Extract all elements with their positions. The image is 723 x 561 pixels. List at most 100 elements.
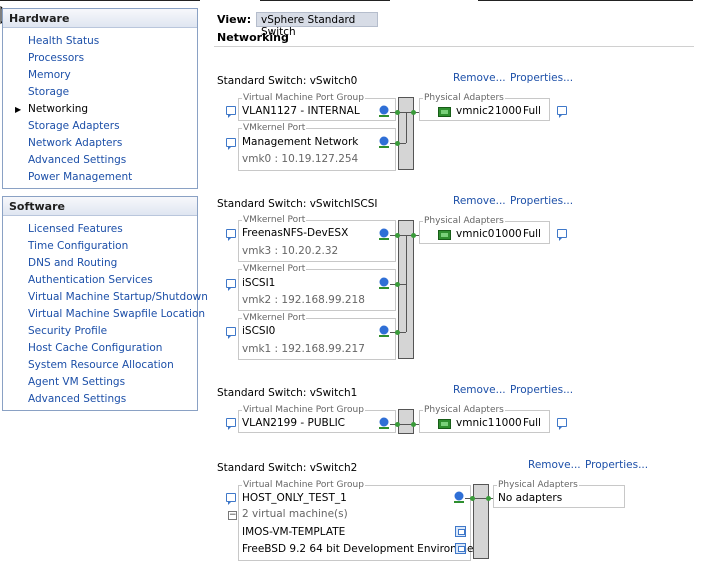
port-dot bbox=[395, 422, 400, 427]
connector-line bbox=[406, 235, 407, 332]
comment-icon[interactable] bbox=[557, 106, 567, 118]
properties-link-vswitchiscsi[interactable]: Properties... bbox=[510, 195, 574, 207]
sidebar-item-licensed-features[interactable]: Licensed Features bbox=[28, 223, 123, 235]
sidebar-item-time-configuration[interactable]: Time Configuration bbox=[28, 240, 129, 252]
physical-adapters-caption: Physical Adapters bbox=[423, 92, 505, 104]
comment-icon[interactable] bbox=[226, 138, 236, 150]
vmkernel-port-box: VMkernel Port bbox=[238, 122, 396, 171]
comment-icon[interactable] bbox=[226, 229, 236, 241]
selected-bullet-icon: ▶ bbox=[15, 105, 22, 114]
vmkernel-port-name: Management Network bbox=[242, 136, 359, 148]
physical-adapters-caption: Physical Adapters bbox=[497, 479, 579, 491]
nic-icon bbox=[438, 419, 451, 429]
port-dot bbox=[395, 110, 400, 115]
switch-title-vswitchiscsi: Standard Switch: vSwitchISCSI bbox=[217, 198, 378, 210]
vmkernel-port-name: iSCSI1 bbox=[242, 277, 276, 289]
port-group-box: Virtual Machine Port Group bbox=[238, 404, 396, 433]
port-group-caption: Virtual Machine Port Group bbox=[242, 404, 365, 416]
switch-trunk bbox=[398, 409, 414, 434]
vm-name[interactable]: IMOS-VM-TEMPLATE bbox=[242, 526, 346, 538]
comment-icon[interactable] bbox=[226, 493, 236, 505]
switch-trunk bbox=[473, 484, 489, 559]
software-panel: Software Licensed Features Time Configur… bbox=[2, 196, 208, 411]
sidebar-item-agent-vm-settings[interactable]: Agent VM Settings bbox=[28, 376, 126, 388]
nic-name: vmnic0 bbox=[456, 228, 495, 240]
nic-icon bbox=[438, 107, 451, 117]
nic-name: vmnic1 bbox=[456, 417, 495, 429]
vmkernel-port-name: iSCSI0 bbox=[242, 325, 276, 337]
sidebar-item-network-adapters[interactable]: Network Adapters bbox=[28, 137, 123, 149]
sidebar-item-host-cache-configuration[interactable]: Host Cache Configuration bbox=[28, 342, 163, 354]
sidebar-item-vm-startup-shutdown[interactable]: Virtual Machine Startup/Shutdown bbox=[28, 291, 208, 303]
vmkernel-port-box: VMkernel Port bbox=[238, 263, 396, 311]
network-info-icon[interactable] bbox=[378, 228, 390, 240]
network-info-icon[interactable] bbox=[378, 417, 390, 429]
properties-link-vswitch1[interactable]: Properties... bbox=[510, 384, 574, 396]
network-info-icon[interactable] bbox=[378, 136, 390, 148]
vmkernel-ip: vmk2 : 192.168.99.218 bbox=[242, 294, 365, 306]
switch-title-vswitch2: Standard Switch: vSwitch2 bbox=[217, 462, 358, 474]
comment-icon[interactable] bbox=[226, 279, 236, 291]
vmkernel-ip: vmk3 : 10.20.2.32 bbox=[242, 245, 339, 257]
comment-icon[interactable] bbox=[226, 418, 236, 430]
comment-icon[interactable] bbox=[557, 418, 567, 430]
properties-link-vswitch0[interactable]: Properties... bbox=[510, 72, 574, 84]
vmkernel-port-caption: VMkernel Port bbox=[242, 214, 307, 226]
port-group-box: Virtual Machine Port Group bbox=[238, 92, 396, 121]
window-top-edge bbox=[0, 0, 723, 2]
port-dot bbox=[486, 496, 491, 501]
sidebar-item-memory[interactable]: Memory bbox=[28, 69, 71, 81]
port-dot bbox=[395, 233, 400, 238]
network-info-icon[interactable] bbox=[378, 105, 390, 117]
port-group-caption: Virtual Machine Port Group bbox=[242, 479, 365, 491]
sidebar-item-networking[interactable]: ▶Networking bbox=[3, 101, 197, 118]
virtual-machine-icon[interactable] bbox=[455, 543, 466, 554]
properties-link-vswitch2[interactable]: Properties... bbox=[585, 459, 649, 471]
remove-link-vswitchiscsi[interactable]: Remove... bbox=[453, 195, 506, 207]
nic-duplex: Full bbox=[523, 105, 541, 117]
sidebar-item-system-resource-allocation[interactable]: System Resource Allocation bbox=[28, 359, 174, 371]
vmkernel-port-box: VMkernel Port bbox=[238, 214, 396, 262]
network-info-icon[interactable] bbox=[378, 277, 390, 289]
view-label: View: bbox=[217, 13, 252, 26]
virtual-machine-icon[interactable] bbox=[455, 526, 466, 537]
vm-count: 2 virtual machine(s) bbox=[242, 508, 348, 520]
physical-adapters-caption: Physical Adapters bbox=[423, 404, 505, 416]
sidebar-item-authentication-services[interactable]: Authentication Services bbox=[28, 274, 153, 286]
remove-link-vswitch0[interactable]: Remove... bbox=[453, 72, 506, 84]
nic-duplex: Full bbox=[523, 228, 541, 240]
remove-link-vswitch2[interactable]: Remove... bbox=[528, 459, 581, 471]
sidebar-item-dns-routing[interactable]: DNS and Routing bbox=[28, 257, 118, 269]
port-group-name: VLAN2199 - PUBLIC bbox=[242, 417, 345, 429]
network-info-icon[interactable] bbox=[378, 325, 390, 337]
collapse-toggle-icon[interactable]: − bbox=[228, 510, 237, 520]
physical-adapters-box: Physical Adapters bbox=[419, 215, 550, 244]
physical-adapters-box: Physical Adapters bbox=[419, 92, 550, 121]
sidebar-item-advanced-settings-software[interactable]: Advanced Settings bbox=[28, 393, 127, 405]
view-selector-button[interactable]: vSphere Standard Switch bbox=[256, 12, 378, 38]
vmkernel-port-name: FreenasNFS-DevESX bbox=[242, 227, 349, 239]
sidebar-item-health-status[interactable]: Health Status bbox=[28, 35, 100, 47]
port-group-name: VLAN1127 - INTERNAL bbox=[242, 105, 360, 117]
nic-speed: 1000 bbox=[495, 417, 522, 429]
sidebar-item-processors[interactable]: Processors bbox=[28, 52, 85, 64]
port-group-box: Virtual Machine Port Group bbox=[238, 479, 471, 561]
remove-link-vswitch1[interactable]: Remove... bbox=[453, 384, 506, 396]
vmkernel-port-caption: VMkernel Port bbox=[242, 122, 307, 134]
sidebar-item-advanced-settings[interactable]: Advanced Settings bbox=[28, 154, 127, 166]
comment-icon[interactable] bbox=[226, 327, 236, 339]
nic-speed: 1000 bbox=[495, 228, 522, 240]
comment-icon[interactable] bbox=[226, 106, 236, 118]
network-info-icon[interactable] bbox=[453, 491, 465, 503]
nic-duplex: Full bbox=[523, 417, 541, 429]
vm-name[interactable]: FreeBSD 9.2 64 bit Development Environme… bbox=[242, 543, 484, 555]
vmkernel-port-caption: VMkernel Port bbox=[242, 312, 307, 324]
sidebar-item-security-profile[interactable]: Security Profile bbox=[28, 325, 108, 337]
comment-icon[interactable] bbox=[557, 229, 567, 241]
port-dot bbox=[470, 496, 475, 501]
sidebar-item-storage[interactable]: Storage bbox=[28, 86, 70, 98]
port-dot bbox=[395, 141, 400, 146]
sidebar-item-storage-adapters[interactable]: Storage Adapters bbox=[28, 120, 120, 132]
sidebar-item-power-management[interactable]: Power Management bbox=[28, 171, 133, 183]
sidebar-item-vm-swapfile-location[interactable]: Virtual Machine Swapfile Location bbox=[28, 308, 206, 320]
